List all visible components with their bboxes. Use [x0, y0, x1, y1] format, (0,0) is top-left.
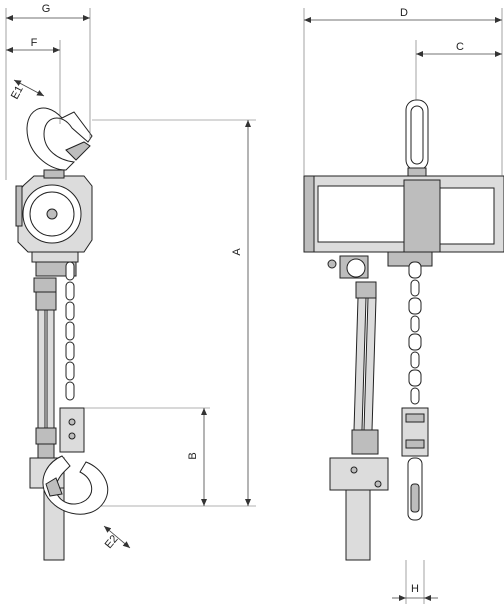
dimension-lines — [5, 8, 503, 604]
hoist-body-front — [303, 175, 504, 279]
label-f: F — [31, 37, 38, 49]
label-d: D — [400, 7, 408, 19]
load-chain-side — [65, 261, 75, 401]
label-b: B — [187, 452, 199, 459]
dimension-e1-line — [13, 79, 45, 97]
label-e2: E2 — [103, 533, 121, 551]
top-hook-front — [405, 99, 429, 179]
dimension-e2-line — [103, 525, 131, 549]
label-c: C — [456, 41, 464, 53]
bottom-hook-side — [42, 455, 109, 515]
bottom-block-front — [401, 407, 429, 521]
control-cables-front — [351, 281, 379, 455]
label-a: A — [231, 248, 243, 256]
label-h: H — [411, 583, 419, 595]
dimension-labels: G F E1 A B E2 D C H — [9, 3, 464, 595]
front-view — [303, 99, 504, 561]
load-chain-front — [408, 261, 422, 405]
hoist-body-side — [15, 169, 93, 277]
pendant-front — [329, 457, 389, 561]
label-g: G — [42, 3, 51, 15]
control-cables-side — [33, 277, 57, 459]
top-hook-side — [26, 107, 93, 171]
label-e1: E1 — [9, 84, 26, 102]
side-view — [15, 107, 109, 561]
bottom-block-side — [59, 407, 85, 453]
